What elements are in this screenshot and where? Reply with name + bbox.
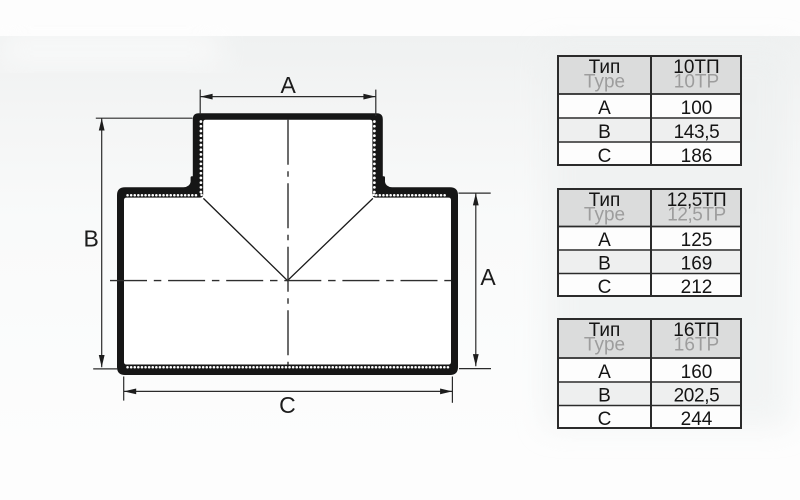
svg-text:Type: Type — [584, 72, 625, 93]
svg-text:B: B — [598, 122, 611, 143]
svg-text:10TP: 10TP — [674, 72, 719, 93]
svg-text:16ТП: 16ТП — [673, 320, 719, 341]
svg-text:A: A — [598, 98, 611, 119]
svg-text:A: A — [480, 264, 496, 290]
svg-text:C: C — [598, 146, 612, 167]
svg-text:12,5TP: 12,5TP — [667, 205, 726, 226]
svg-text:Type: Type — [584, 335, 625, 356]
svg-text:C: C — [598, 409, 612, 430]
svg-text:100: 100 — [681, 98, 713, 119]
svg-text:A: A — [598, 362, 611, 383]
svg-text:Type: Type — [584, 205, 625, 226]
svg-text:125: 125 — [681, 230, 713, 251]
svg-text:244: 244 — [681, 409, 713, 430]
svg-text:Тип: Тип — [589, 320, 621, 341]
svg-text:160: 160 — [681, 362, 713, 383]
svg-text:A: A — [598, 230, 611, 251]
svg-text:B: B — [84, 225, 99, 251]
svg-text:C: C — [598, 277, 612, 298]
svg-text:10ТП: 10ТП — [673, 57, 719, 78]
svg-text:143,5: 143,5 — [674, 122, 720, 143]
svg-text:Тип: Тип — [589, 57, 621, 78]
svg-text:12,5ТП: 12,5ТП — [667, 190, 727, 211]
svg-text:Тип: Тип — [589, 190, 621, 211]
svg-text:16TP: 16TP — [674, 335, 719, 356]
svg-text:212: 212 — [681, 277, 713, 298]
svg-text:C: C — [279, 392, 296, 418]
svg-text:169: 169 — [681, 253, 713, 274]
svg-text:A: A — [281, 72, 297, 98]
svg-text:186: 186 — [681, 146, 713, 167]
svg-text:B: B — [598, 253, 611, 274]
svg-text:202,5: 202,5 — [674, 385, 720, 406]
svg-text:B: B — [598, 385, 611, 406]
